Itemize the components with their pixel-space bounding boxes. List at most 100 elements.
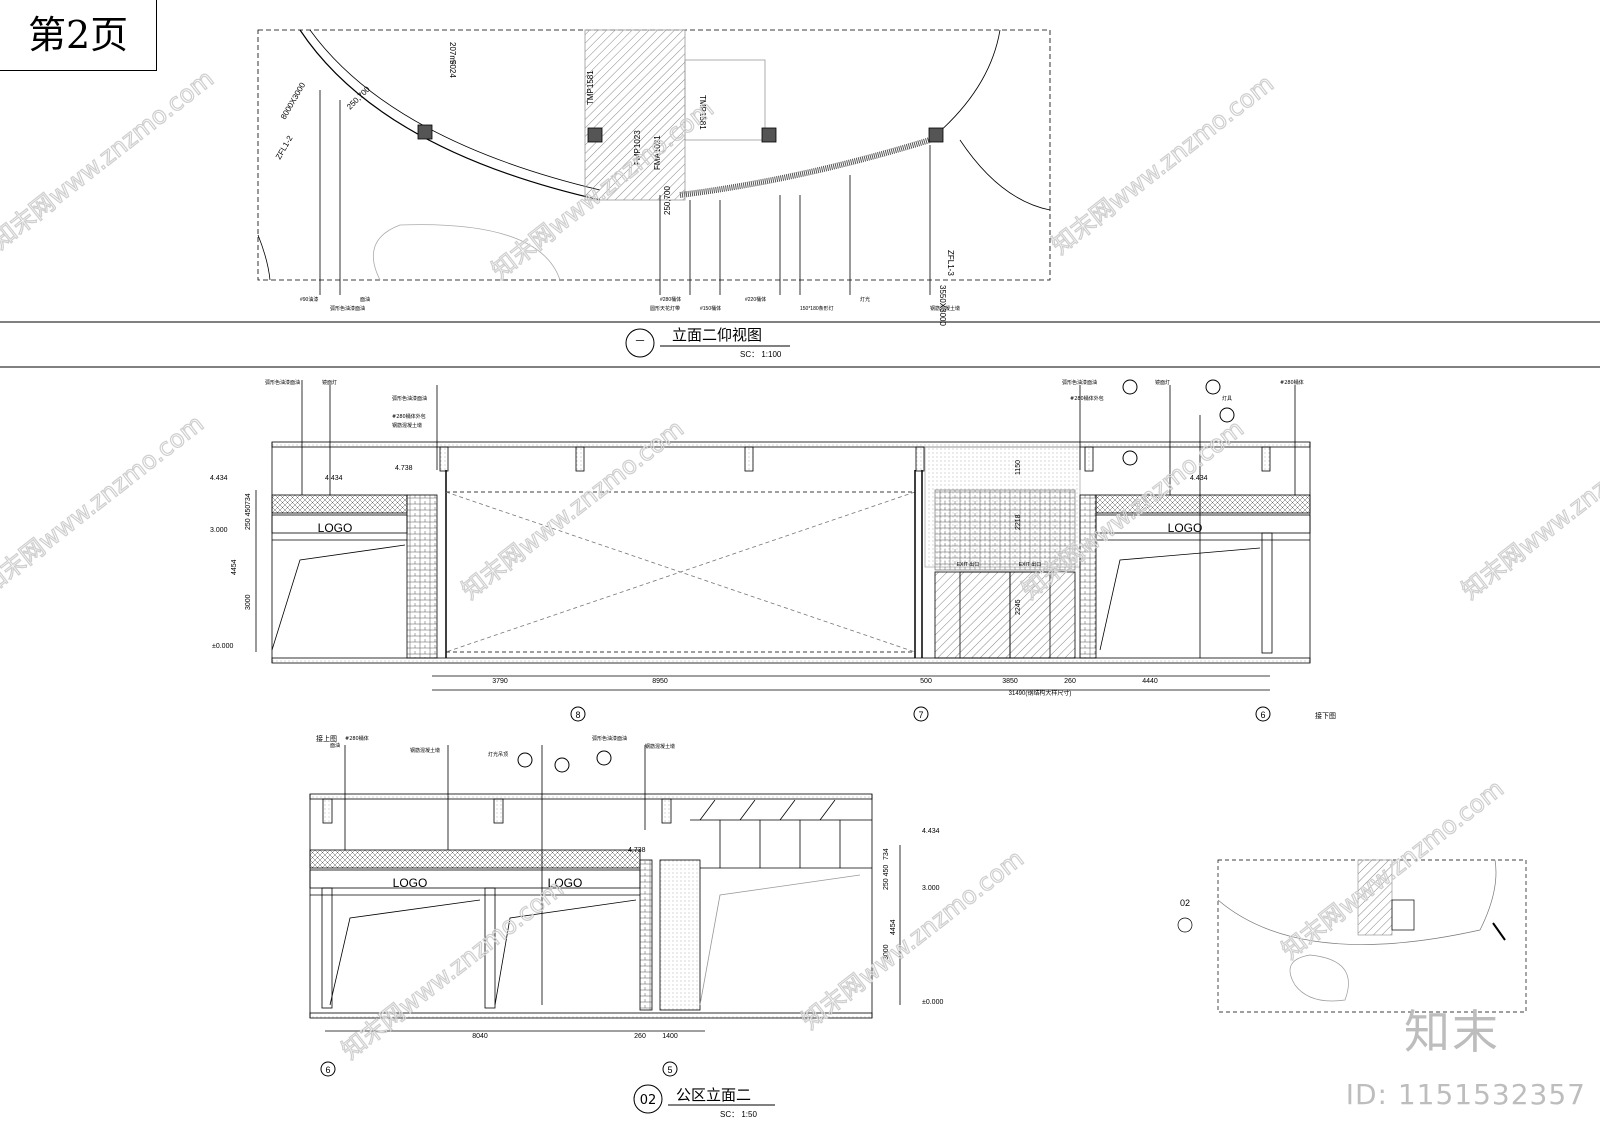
axis-bubble — [1255, 706, 1271, 722]
bottom-view-title-text: 公区立面二 — [676, 1086, 751, 1104]
bottom-view-title: 02 公区立面二 SC： 1:50 — [633, 1084, 775, 1119]
axis-label: 7 — [918, 710, 923, 720]
plan-tag: 207m² — [448, 42, 457, 65]
continue-note: 接下图 — [1315, 711, 1336, 720]
plan-tag: FMP1023 — [633, 130, 642, 165]
watermark-text: 知末网www.znzmo.com — [1456, 414, 1600, 604]
page-label: 第2页 — [0, 0, 157, 71]
level-mark: ±0.000 — [212, 643, 233, 650]
watermark-text: 知末网www.znzmo.com — [1046, 69, 1279, 259]
level-mark: 4.434 — [1190, 475, 1208, 482]
callout-note: 钢筋混凝土墩 — [645, 743, 675, 750]
horizontal-dim: 260 — [1064, 678, 1076, 685]
section-dividers — [0, 321, 1600, 368]
callout-note: #280桶体 — [1280, 379, 1304, 386]
inner-dim: 2245 — [1015, 599, 1022, 615]
ceiling-note: 灯光 — [860, 296, 870, 303]
exit-sign: EXIT 出口 — [1019, 561, 1041, 568]
axis-bubble — [320, 1061, 336, 1077]
axis-bubble — [570, 706, 586, 722]
plan-tag: 250,700 — [663, 186, 672, 215]
plan-tag: 5024 — [448, 60, 457, 78]
watermark-text: 知末网www.znzmo.com — [0, 64, 219, 254]
level-mark: 4.738 — [628, 847, 646, 854]
vertical-dim: 3000 — [883, 944, 890, 960]
level-mark: 4.434 — [325, 475, 343, 482]
top-view-scale: SC： 1:100 — [740, 350, 782, 359]
callout-note: 弧形色油漆面油 — [265, 379, 300, 386]
top-view-number: 一 — [635, 337, 644, 347]
horizontal-dim: 500 — [920, 678, 932, 685]
ceiling-note: 钢筋混凝土墩 — [930, 305, 960, 312]
horizontal-dim: 8950 — [652, 678, 668, 685]
vertical-dim: 734 — [883, 848, 890, 860]
detail-callout — [1219, 407, 1235, 423]
plan-tag: ZFL1-3 — [946, 250, 955, 276]
vertical-dim: 734 — [245, 493, 252, 505]
callout-note: 灯光吊顶 — [488, 751, 508, 758]
bottom-view-number: 02 — [640, 1093, 657, 1108]
plan-tag: 8000X3000 — [279, 81, 308, 121]
detail-callout — [1205, 379, 1221, 395]
plan-tag: 3550X3000 — [938, 285, 947, 326]
callout-note: 镜面灯 — [322, 379, 337, 386]
horizontal-dim: 4440 — [1142, 678, 1158, 685]
watermark-text: 知末网www.znzmo.com — [1276, 774, 1509, 964]
plan-tag: ZFL1-2 — [274, 134, 295, 161]
ceiling-plan-view — [257, 29, 1051, 295]
ceiling-note: 圆形天花灯带 — [650, 305, 680, 312]
detail-callout — [517, 752, 533, 768]
axis-label: 8 — [575, 710, 580, 720]
ceiling-note: 150*180条形灯 — [800, 305, 834, 312]
horizontal-dim: 3850 — [1002, 678, 1018, 685]
callout-note: #280桶体外包 — [392, 413, 426, 420]
horizontal-dim: 260 — [634, 1033, 646, 1040]
ceiling-note: #280桶体 — [660, 296, 681, 303]
inner-dim: 2218 — [1015, 514, 1022, 530]
axis-bubble — [662, 1061, 678, 1077]
callout-note: 弧形色油漆面油 — [592, 735, 627, 742]
elevation-b — [309, 745, 901, 1032]
callout-note: 灯具 — [1222, 395, 1232, 402]
callout-note: 镜面灯 — [1155, 379, 1170, 386]
bottom-view-scale: SC： 1:50 — [720, 1110, 757, 1119]
level-mark: 4.434 — [922, 828, 940, 835]
level-mark: 3.000 — [210, 527, 228, 534]
total-dim: 31490(钢结构大样尺寸) — [1009, 689, 1072, 697]
callout-note: 面油 — [330, 742, 340, 749]
watermark-text: 知末网www.znzmo.com — [796, 844, 1029, 1034]
level-mark: 3.000 — [922, 885, 940, 892]
detail-callout — [596, 750, 612, 766]
level-mark: 4.738 — [395, 465, 413, 472]
detail-callout — [1122, 379, 1138, 395]
logo-text: LOGO — [393, 876, 428, 890]
plan-tag: FMA1021 — [653, 135, 662, 170]
axis-label: 6 — [1260, 710, 1265, 720]
axis-bubble — [913, 706, 929, 722]
callout-note: 钢筋混凝土墩 — [392, 422, 422, 429]
axis-label: 6 — [325, 1065, 330, 1075]
ceiling-note: #90油漆 — [300, 296, 318, 303]
callout-note: 弧形色油漆面油 — [392, 395, 427, 402]
vertical-dim: 4454 — [890, 919, 897, 935]
callout-note: 钢筋混凝土墩 — [410, 747, 440, 754]
elevation-a — [255, 380, 1311, 691]
logo-text: LOGO — [1168, 521, 1203, 535]
detail-callout — [1122, 450, 1138, 466]
vertical-dim: 250 450 — [245, 505, 252, 530]
vertical-dim: 4454 — [231, 559, 238, 575]
vertical-dim: 250 450 — [883, 865, 890, 890]
ceiling-note: 面油 — [360, 296, 370, 303]
top-view-title: 一 立面二仰视图 SC： 1:100 — [625, 326, 790, 359]
horizontal-dim: 3790 — [492, 678, 508, 685]
drawing-id: ID: 1151532357 — [1345, 1078, 1586, 1111]
detail-callout — [554, 757, 570, 773]
ceiling-note: 弧形色油漆面油 — [330, 305, 365, 312]
horizontal-dim: 8040 — [472, 1033, 488, 1040]
key-plan-marker: 02 — [1180, 898, 1190, 908]
horizontal-dim: 1400 — [662, 1033, 678, 1040]
callout-note: 弧形色油漆面油 — [1062, 379, 1097, 386]
